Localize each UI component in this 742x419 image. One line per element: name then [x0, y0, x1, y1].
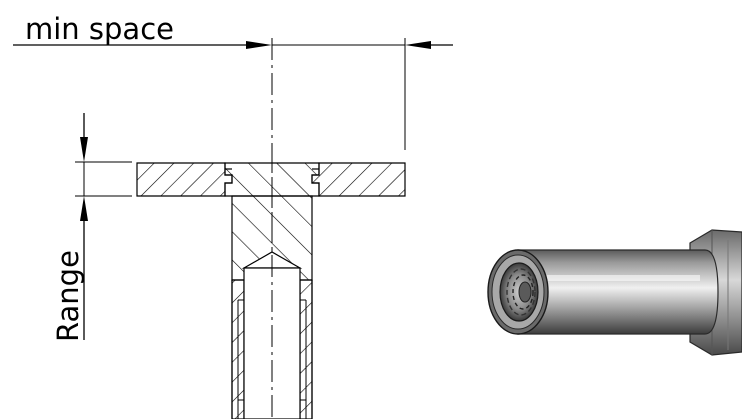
min-space-arrow-right — [405, 41, 431, 49]
range-arrow-bottom — [80, 196, 88, 221]
plate-right — [311, 162, 406, 197]
range-label: Range — [51, 250, 85, 342]
min-space-arrow-left — [246, 41, 272, 49]
cylinder-body — [517, 249, 719, 335]
min-space-label: min space — [25, 12, 174, 46]
min-space-dimension: min space — [13, 12, 453, 150]
range-dimension: Range — [51, 113, 132, 342]
section-view — [136, 162, 406, 419]
rivet-nut-render — [487, 229, 742, 356]
plate-left — [136, 162, 233, 197]
thread-ring-1 — [506, 268, 536, 316]
thread-ring-2 — [512, 274, 534, 310]
range-arrow-top — [80, 137, 88, 162]
thread-ring-3 — [518, 281, 532, 303]
cylinder-highlight — [530, 275, 700, 281]
